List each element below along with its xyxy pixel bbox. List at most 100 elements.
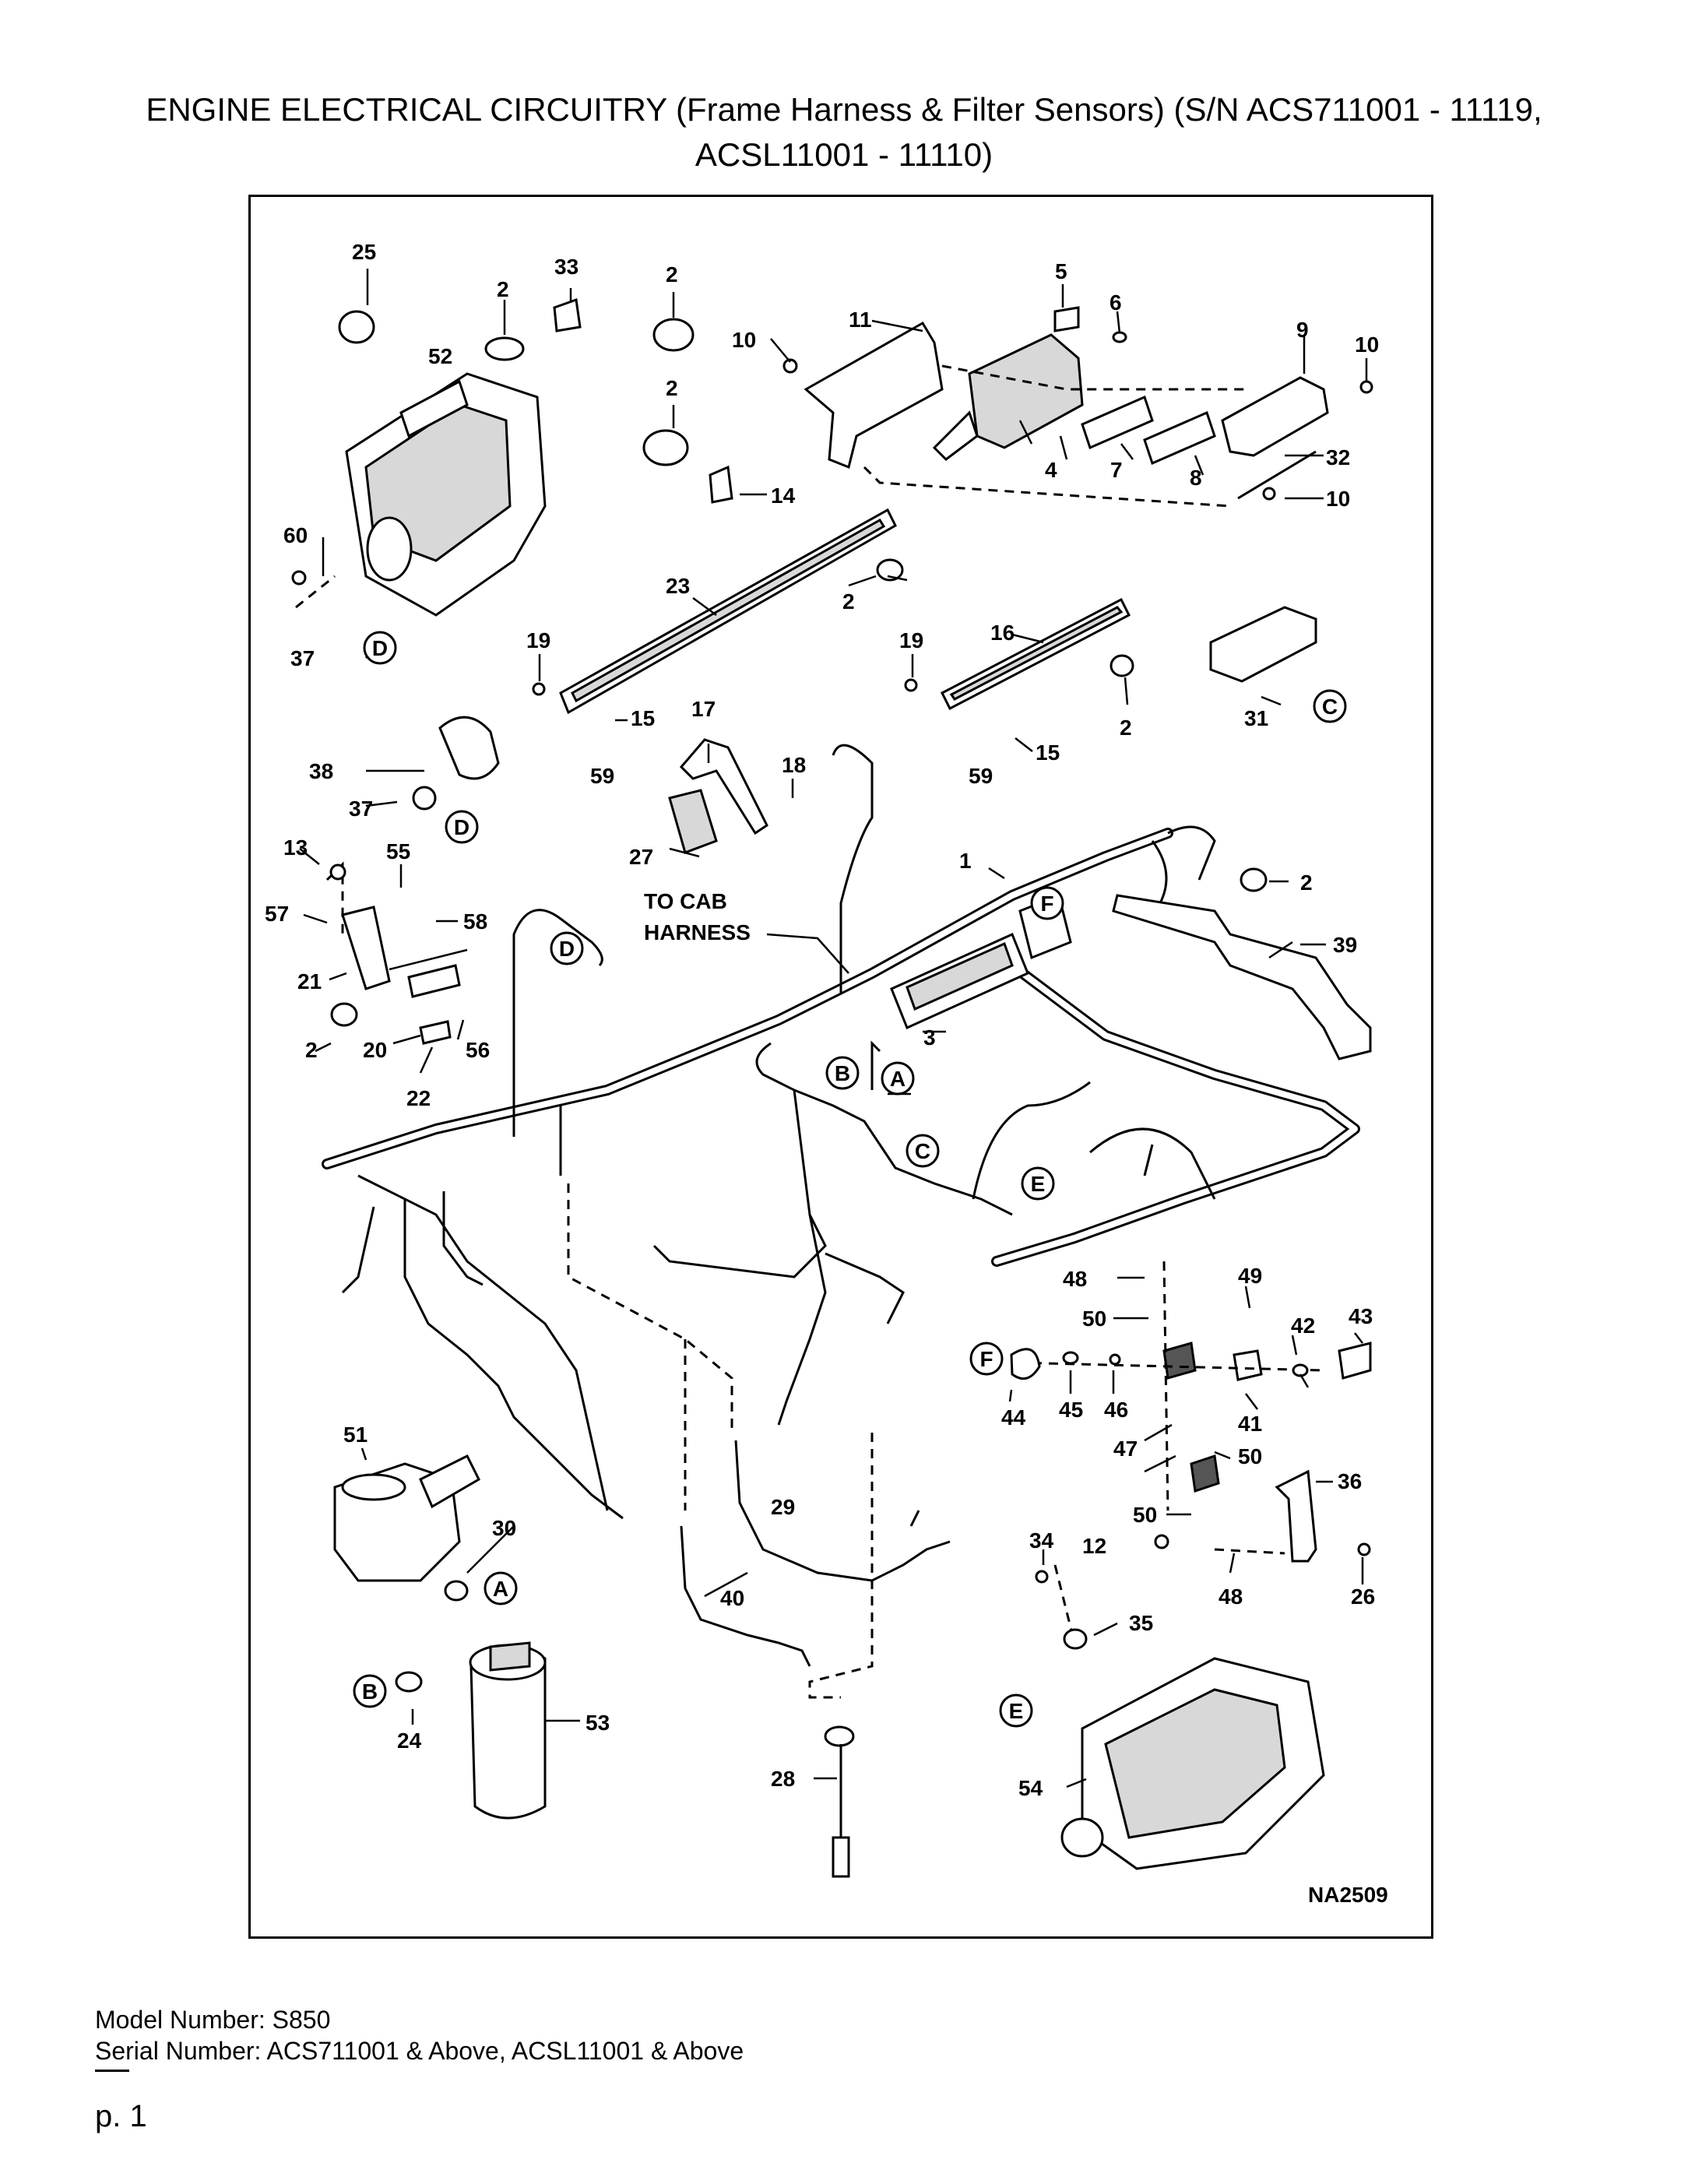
callout-37-a: 37 <box>290 646 315 670</box>
fuse-panel-assembly <box>804 321 1329 508</box>
callout-13: 13 <box>283 835 308 860</box>
callout-29: 29 <box>771 1495 795 1519</box>
callout-15-a: 15 <box>631 706 655 730</box>
callout-57: 57 <box>265 902 289 926</box>
callout-39: 39 <box>1333 933 1357 957</box>
diagram-id: NA2509 <box>1308 1883 1388 1907</box>
callout-56: 56 <box>466 1038 490 1062</box>
callout-22: 22 <box>406 1086 431 1110</box>
sensor-harness-29 <box>734 1440 951 1582</box>
connector-A-b: A <box>484 1571 518 1605</box>
fuse-block-3 <box>890 893 1072 1030</box>
callout-21: 21 <box>297 969 322 994</box>
callout-41: 41 <box>1238 1412 1262 1436</box>
callout-31: 31 <box>1244 706 1268 730</box>
water-separator-53 <box>469 1641 547 1820</box>
connector-D-b: D <box>445 810 479 844</box>
svg-text:A: A <box>493 1577 508 1601</box>
callout-15-b: 15 <box>1036 740 1060 765</box>
callout-20: 20 <box>363 1038 387 1062</box>
callout-59-a: 59 <box>590 764 614 788</box>
callout-46: 46 <box>1104 1398 1128 1422</box>
footer-rule <box>95 2070 129 2072</box>
callout-25: 25 <box>352 240 376 264</box>
title-line-2: ACSL11001 - 11110) <box>695 136 993 173</box>
svg-text:C: C <box>1322 695 1338 719</box>
callout-3: 3 <box>923 1025 936 1050</box>
callout-4: 4 <box>1045 458 1057 482</box>
callout-2-d: 2 <box>842 589 855 614</box>
note-harness: HARNESS <box>644 920 751 944</box>
callout-11: 11 <box>849 308 872 332</box>
sensor-mount-38 <box>412 716 500 811</box>
connector-F-b: F <box>969 1342 1004 1376</box>
mount-rail-23 <box>559 508 897 715</box>
leader-lines <box>299 269 1368 1788</box>
callout-28: 28 <box>771 1767 795 1791</box>
svg-text:D: D <box>559 937 575 961</box>
fuel-filter-51 <box>333 1454 480 1582</box>
callout-50-c: 50 <box>1133 1503 1157 1527</box>
callout-51: 51 <box>343 1423 367 1447</box>
callout-2-f: 2 <box>1300 870 1313 895</box>
callout-6: 6 <box>1110 290 1122 315</box>
callout-50-a: 50 <box>1082 1307 1106 1331</box>
callout-5: 5 <box>1055 259 1067 283</box>
callout-14: 14 <box>771 484 796 508</box>
connector-B-b: B <box>353 1674 387 1708</box>
callout-45: 45 <box>1059 1398 1083 1422</box>
callout-9: 9 <box>1296 318 1309 342</box>
sensor-bracket-17 <box>668 738 768 854</box>
callout-59-b: 59 <box>969 764 993 788</box>
fuel-sender-28 <box>824 1725 855 1878</box>
bracket-21 <box>341 906 468 1045</box>
mount-rail-16 <box>940 597 1131 711</box>
connector-C-a: C <box>1313 689 1347 723</box>
svg-text:B: B <box>835 1061 850 1085</box>
page-number: p. 1 <box>95 2099 147 2133</box>
svg-text:A: A <box>890 1067 906 1091</box>
bracket-36 <box>1275 1469 1317 1563</box>
connector-F-a: F <box>1030 886 1064 920</box>
svg-text:E: E <box>1031 1172 1046 1196</box>
callout-53: 53 <box>586 1711 610 1735</box>
callout-19-b: 19 <box>899 628 923 652</box>
frame-harness <box>322 744 1360 1520</box>
callout-44: 44 <box>1001 1405 1026 1430</box>
callout-60: 60 <box>283 523 308 547</box>
page-title: ENGINE ELECTRICAL CIRCUITRY (Frame Harne… <box>0 87 1688 178</box>
callout-18: 18 <box>782 753 806 777</box>
callout-36: 36 <box>1338 1469 1362 1493</box>
callout-54: 54 <box>1018 1776 1043 1800</box>
connector-E-b: E <box>999 1693 1033 1728</box>
callout-1: 1 <box>959 849 972 873</box>
callout-40: 40 <box>720 1586 744 1610</box>
callout-47: 47 <box>1113 1437 1138 1461</box>
callout-10-a: 10 <box>732 328 756 352</box>
callout-55: 55 <box>386 839 410 863</box>
callout-38: 38 <box>309 759 333 783</box>
callout-33: 33 <box>554 255 578 279</box>
svg-text:E: E <box>1009 1699 1024 1723</box>
connector-block-31 <box>1209 606 1317 683</box>
serial-number: Serial Number: ACS711001 & Above, ACSL11… <box>95 2037 744 2065</box>
callout-7: 7 <box>1110 458 1123 482</box>
connector-A-a: A <box>881 1061 915 1096</box>
callout-49: 49 <box>1238 1264 1262 1288</box>
connector-C-b: C <box>906 1134 940 1168</box>
callout-32: 32 <box>1326 445 1350 470</box>
callout-34: 34 <box>1029 1528 1054 1553</box>
callout-58: 58 <box>463 909 487 934</box>
callout-10-b: 10 <box>1355 332 1379 357</box>
connector-D-a: D <box>363 631 397 665</box>
callout-30: 30 <box>492 1516 516 1540</box>
model-number: Model Number: S850 <box>95 2006 331 2034</box>
connector-D-c: D <box>550 931 584 965</box>
hardware-items <box>291 297 1373 1693</box>
callout-43: 43 <box>1349 1304 1373 1328</box>
callout-26: 26 <box>1351 1584 1375 1609</box>
callout-2-e: 2 <box>1120 716 1132 740</box>
callout-2-b: 2 <box>666 262 678 287</box>
callout-19-a: 19 <box>526 628 550 652</box>
